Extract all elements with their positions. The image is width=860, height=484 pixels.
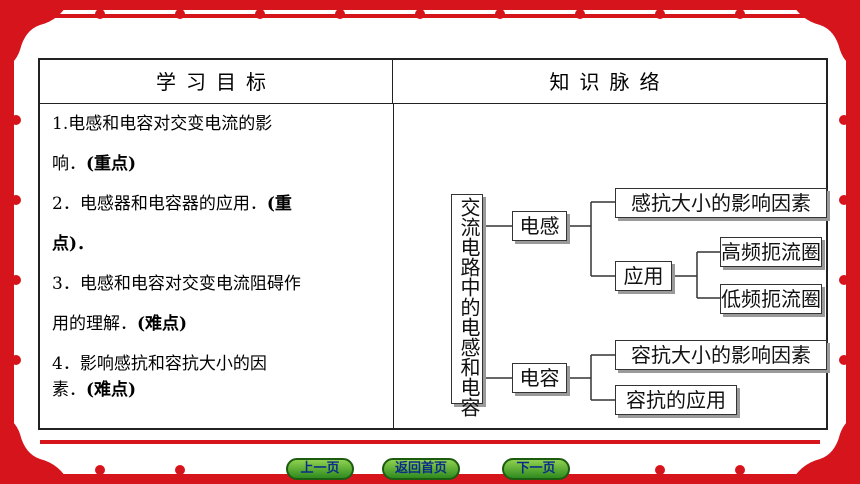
goal-3-text-end: 用的理解． (52, 314, 137, 334)
inductance-box: 电感 (512, 211, 567, 241)
goal-4-line-1: 4．影响感抗和容抗大小的因 (52, 354, 267, 374)
capacitance-box: 电容 (512, 363, 567, 393)
column-divider (393, 104, 394, 428)
goal-2-line-2: 点)． (52, 234, 382, 274)
goal-3-tag: (难点) (137, 314, 188, 334)
objectives-table: 学习目标 知识脉络 1.电感和电容对交变电流的影 响．(重点) 2．电感器和电容… (38, 58, 828, 430)
inductive-reactance-factors-box: 感抗大小的影响因素 (615, 188, 827, 218)
goal-1-line-2: 响．(重点) (52, 154, 382, 194)
goal-2-text: 2．电感器和电容器的应用． (52, 194, 267, 214)
knowledge-diagram: 交流电路中的电感和电容 电感 感抗大小的影响因素 应用 高频扼流圈 低频扼流圈 … (395, 104, 828, 428)
inductance-application-box: 应用 (615, 261, 672, 291)
goal-4-line-2: 素．(难点) (52, 380, 382, 406)
root-box: 交流电路中的电感和电容 (451, 194, 483, 417)
next-page-button[interactable]: 下一页 (502, 458, 570, 480)
diagram-connectors (483, 201, 720, 401)
goal-1-line-1: 1.电感和电容对交变电流的影 (52, 114, 273, 134)
high-frequency-choke-box: 高频扼流圈 (720, 237, 822, 267)
goal-2-tag-a: (重 (266, 194, 292, 214)
goal-4-tag: (难点) (86, 380, 137, 400)
learning-goals-list: 1.电感和电容对交变电流的影 响．(重点) 2．电感器和电容器的应用．(重 点)… (52, 114, 382, 406)
goal-1-tag: (重点) (86, 154, 137, 174)
goal-4-text-end: 素． (52, 380, 86, 400)
goal-2-line-1: 2．电感器和电容器的应用．(重 (52, 194, 382, 234)
prev-page-button[interactable]: 上一页 (286, 458, 354, 480)
home-page-button[interactable]: 返回首页 (382, 458, 460, 480)
goal-1-text-end: 响． (52, 154, 86, 174)
capacitive-reactance-factors-box: 容抗大小的影响因素 (615, 340, 827, 370)
header-learning-goals: 学习目标 (40, 60, 393, 104)
capacitive-reactance-application-box: 容抗的应用 (615, 385, 737, 415)
header-knowledge-map: 知识脉络 (393, 60, 826, 104)
goal-3-line-1: 3．电感和电容对交变电流阻碍作 (52, 274, 301, 294)
goal-2-tag-b: 点)． (52, 234, 95, 254)
low-frequency-choke-box: 低频扼流圈 (720, 284, 822, 314)
goal-3-line-2: 用的理解．(难点) (52, 314, 382, 354)
